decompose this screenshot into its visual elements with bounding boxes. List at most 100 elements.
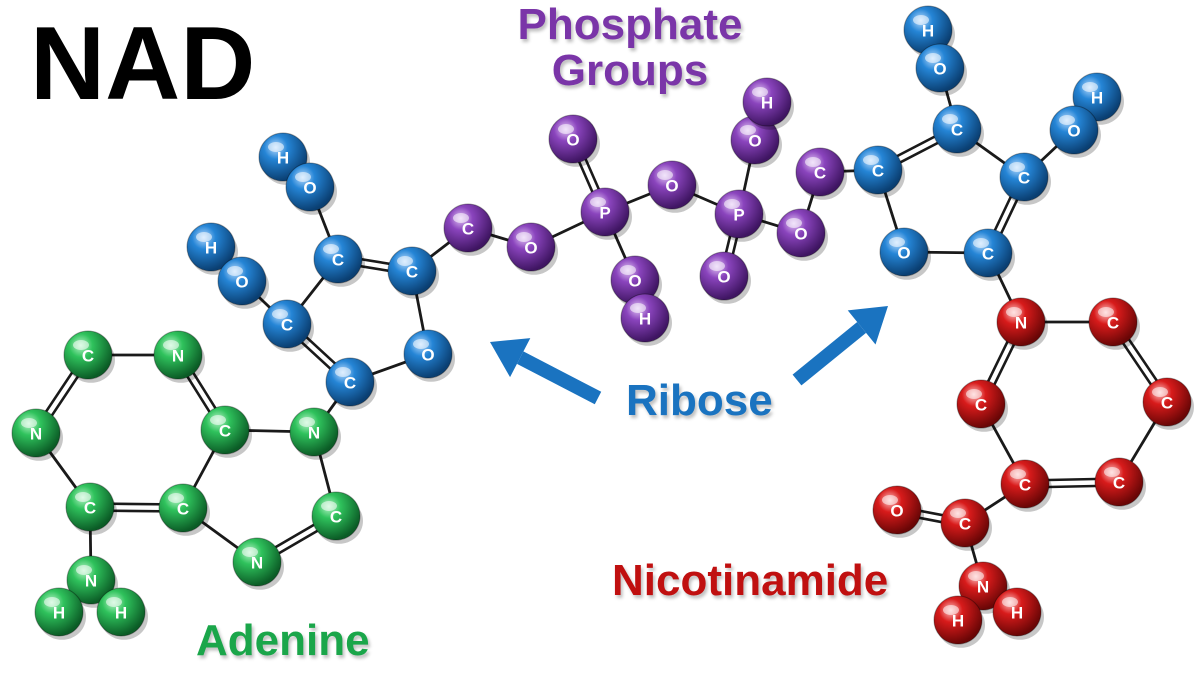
atom-symbol: O bbox=[748, 132, 761, 151]
diagram-title: NAD bbox=[30, 6, 256, 122]
atom-ph-o4: O bbox=[647, 160, 699, 213]
atom-rl-c1: C bbox=[313, 234, 365, 287]
atom-rl-o2: O bbox=[217, 256, 269, 309]
atom-symbol: O bbox=[890, 502, 903, 521]
atom-rl-c3: C bbox=[262, 299, 314, 352]
atom-ni-c1: C bbox=[1088, 297, 1140, 350]
atom-ph-h1: H bbox=[620, 293, 672, 346]
atom-ph-o1: O bbox=[506, 222, 558, 275]
ribose-arrow-left-icon bbox=[490, 338, 602, 405]
atom-symbol: C bbox=[959, 515, 971, 534]
atom-symbol: C bbox=[219, 422, 231, 441]
atom-symbol: O bbox=[235, 273, 248, 292]
atom-ad-n2: N bbox=[289, 407, 341, 460]
atom-symbol: C bbox=[406, 263, 418, 282]
atom-symbol: H bbox=[277, 149, 289, 168]
atom-ni-o1: O bbox=[872, 485, 924, 538]
atom-symbol: O bbox=[628, 272, 641, 291]
atom-symbol: N bbox=[172, 347, 184, 366]
atom-symbol: C bbox=[872, 162, 884, 181]
atom-rr-o3: O bbox=[879, 227, 931, 280]
atom-rr-o1: O bbox=[915, 43, 967, 96]
atom-ph-o7: O bbox=[776, 208, 828, 261]
atom-rr-c2: C bbox=[999, 152, 1051, 205]
atom-symbol: O bbox=[566, 131, 579, 150]
phosphate-groups-label: Phosphate Groups bbox=[470, 1, 790, 96]
atom-symbol: N bbox=[977, 578, 989, 597]
atom-ad-c1: C bbox=[63, 330, 115, 383]
atom-ph-o2: O bbox=[548, 114, 600, 167]
atom-ph-p2: P bbox=[714, 189, 766, 242]
atom-ph-c1: C bbox=[443, 203, 495, 256]
atom-symbol: C bbox=[1161, 394, 1173, 413]
atom-ad-h2: H bbox=[96, 587, 148, 640]
atom-symbol: H bbox=[53, 604, 65, 623]
atom-ad-c4: C bbox=[158, 483, 210, 536]
atom-symbol: O bbox=[303, 179, 316, 198]
atom-symbol: N bbox=[30, 425, 42, 444]
atom-ph-o5: O bbox=[730, 115, 782, 168]
atom-ni-c3: C bbox=[1142, 377, 1194, 430]
atom-ad-n4: N bbox=[232, 537, 284, 590]
atom-symbol: O bbox=[421, 346, 434, 365]
atom-rl-o1: O bbox=[285, 162, 337, 215]
atom-rl-o3: O bbox=[403, 329, 455, 382]
atom-symbol: N bbox=[1015, 314, 1027, 333]
atom-symbol: H bbox=[1091, 89, 1103, 108]
atom-symbol: H bbox=[639, 310, 651, 329]
atom-symbol: O bbox=[524, 239, 537, 258]
atom-rr-o2: O bbox=[1049, 105, 1101, 158]
atom-ad-n3: N bbox=[11, 408, 63, 461]
atom-symbol: H bbox=[952, 612, 964, 631]
atom-ph-p1: P bbox=[580, 187, 632, 240]
atom-ni-n1: N bbox=[996, 297, 1048, 350]
atom-ad-h1: H bbox=[34, 587, 86, 640]
atom-symbol: H bbox=[1011, 604, 1023, 623]
atom-symbol: H bbox=[761, 94, 773, 113]
atom-ph-o6: O bbox=[699, 251, 751, 304]
atom-symbol: C bbox=[330, 508, 342, 527]
atom-symbol: N bbox=[85, 572, 97, 591]
atom-ph-c2: C bbox=[795, 147, 847, 200]
atom-rl-c4: C bbox=[325, 357, 377, 410]
atom-symbol: N bbox=[251, 554, 263, 573]
atom-symbol: C bbox=[975, 396, 987, 415]
atom-symbol: C bbox=[344, 374, 356, 393]
atom-ph-h2: H bbox=[742, 77, 794, 130]
atom-symbol: C bbox=[82, 347, 94, 366]
atom-symbol: H bbox=[205, 239, 217, 258]
atom-symbol: O bbox=[794, 225, 807, 244]
atom-symbol: N bbox=[308, 424, 320, 443]
atom-ad-c5: C bbox=[311, 491, 363, 544]
atom-symbol: C bbox=[1107, 314, 1119, 333]
atom-ni-c5: C bbox=[1094, 457, 1146, 510]
atom-symbol: O bbox=[897, 244, 910, 263]
phosphate-label-line2: Groups bbox=[551, 46, 709, 96]
atom-ad-c2: C bbox=[200, 405, 252, 458]
atom-symbol: C bbox=[951, 121, 963, 140]
atom-rr-c1: C bbox=[932, 104, 984, 157]
arrows-layer bbox=[490, 306, 888, 405]
atom-rr-c3: C bbox=[853, 145, 905, 198]
ribose-arrow-right-icon bbox=[792, 306, 888, 386]
atom-symbol: C bbox=[177, 500, 189, 519]
atom-rr-c4: C bbox=[963, 228, 1015, 281]
atom-symbol: P bbox=[599, 204, 610, 223]
atom-ad-c3: C bbox=[65, 482, 117, 535]
atom-ni-c4: C bbox=[1000, 459, 1052, 512]
atom-ni-c6: C bbox=[940, 498, 992, 551]
atom-ni-c2: C bbox=[956, 379, 1008, 432]
atom-symbol: C bbox=[462, 220, 474, 239]
atom-symbol: C bbox=[84, 499, 96, 518]
atom-symbol: H bbox=[922, 22, 934, 41]
atom-rl-c2: C bbox=[387, 246, 439, 299]
atom-symbol: O bbox=[1067, 122, 1080, 141]
